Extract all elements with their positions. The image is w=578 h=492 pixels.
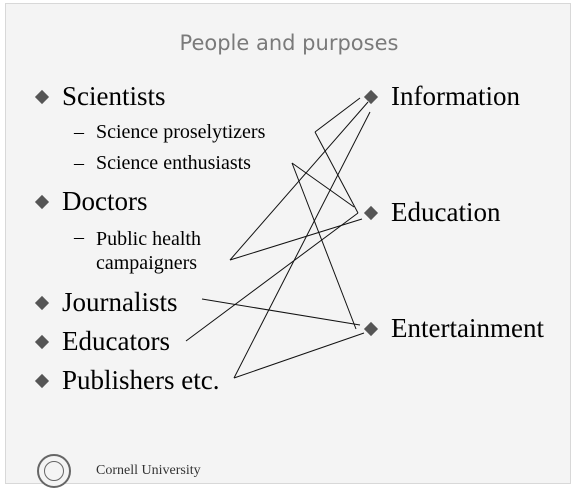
cornell-seal-logo — [37, 454, 71, 488]
dash-icon: – — [74, 121, 84, 143]
connection-line — [314, 97, 361, 133]
connection-line — [291, 162, 355, 208]
person-science-enthusiasts: Science enthusiasts — [96, 152, 251, 174]
connection-line — [185, 212, 359, 342]
person-publishers: Publishers etc. — [62, 365, 220, 395]
purpose-information: Information — [391, 81, 520, 111]
slide: People and purposes — [5, 3, 571, 484]
person-journalists: Journalists — [62, 287, 178, 317]
connection-line — [233, 332, 365, 379]
connection-line — [201, 298, 361, 326]
footer-label: Cornell University — [96, 463, 201, 478]
connection-line — [233, 111, 371, 379]
person-educators: Educators — [62, 326, 170, 356]
purpose-education: Education — [391, 197, 501, 227]
connection-line — [229, 101, 369, 261]
purpose-entertainment: Entertainment — [391, 313, 544, 343]
slide-title: People and purposes — [179, 31, 399, 55]
person-doctors: Doctors — [62, 186, 148, 216]
person-public-health-campaigners: Public health campaigners — [96, 228, 201, 274]
person-scientists: Scientists — [62, 81, 166, 111]
connection-line — [314, 131, 359, 214]
dash-icon: – — [74, 152, 84, 174]
person-science-proselytizers: Science proselytizers — [96, 121, 266, 143]
connection-line — [291, 162, 357, 330]
dash-icon: – — [74, 226, 84, 248]
